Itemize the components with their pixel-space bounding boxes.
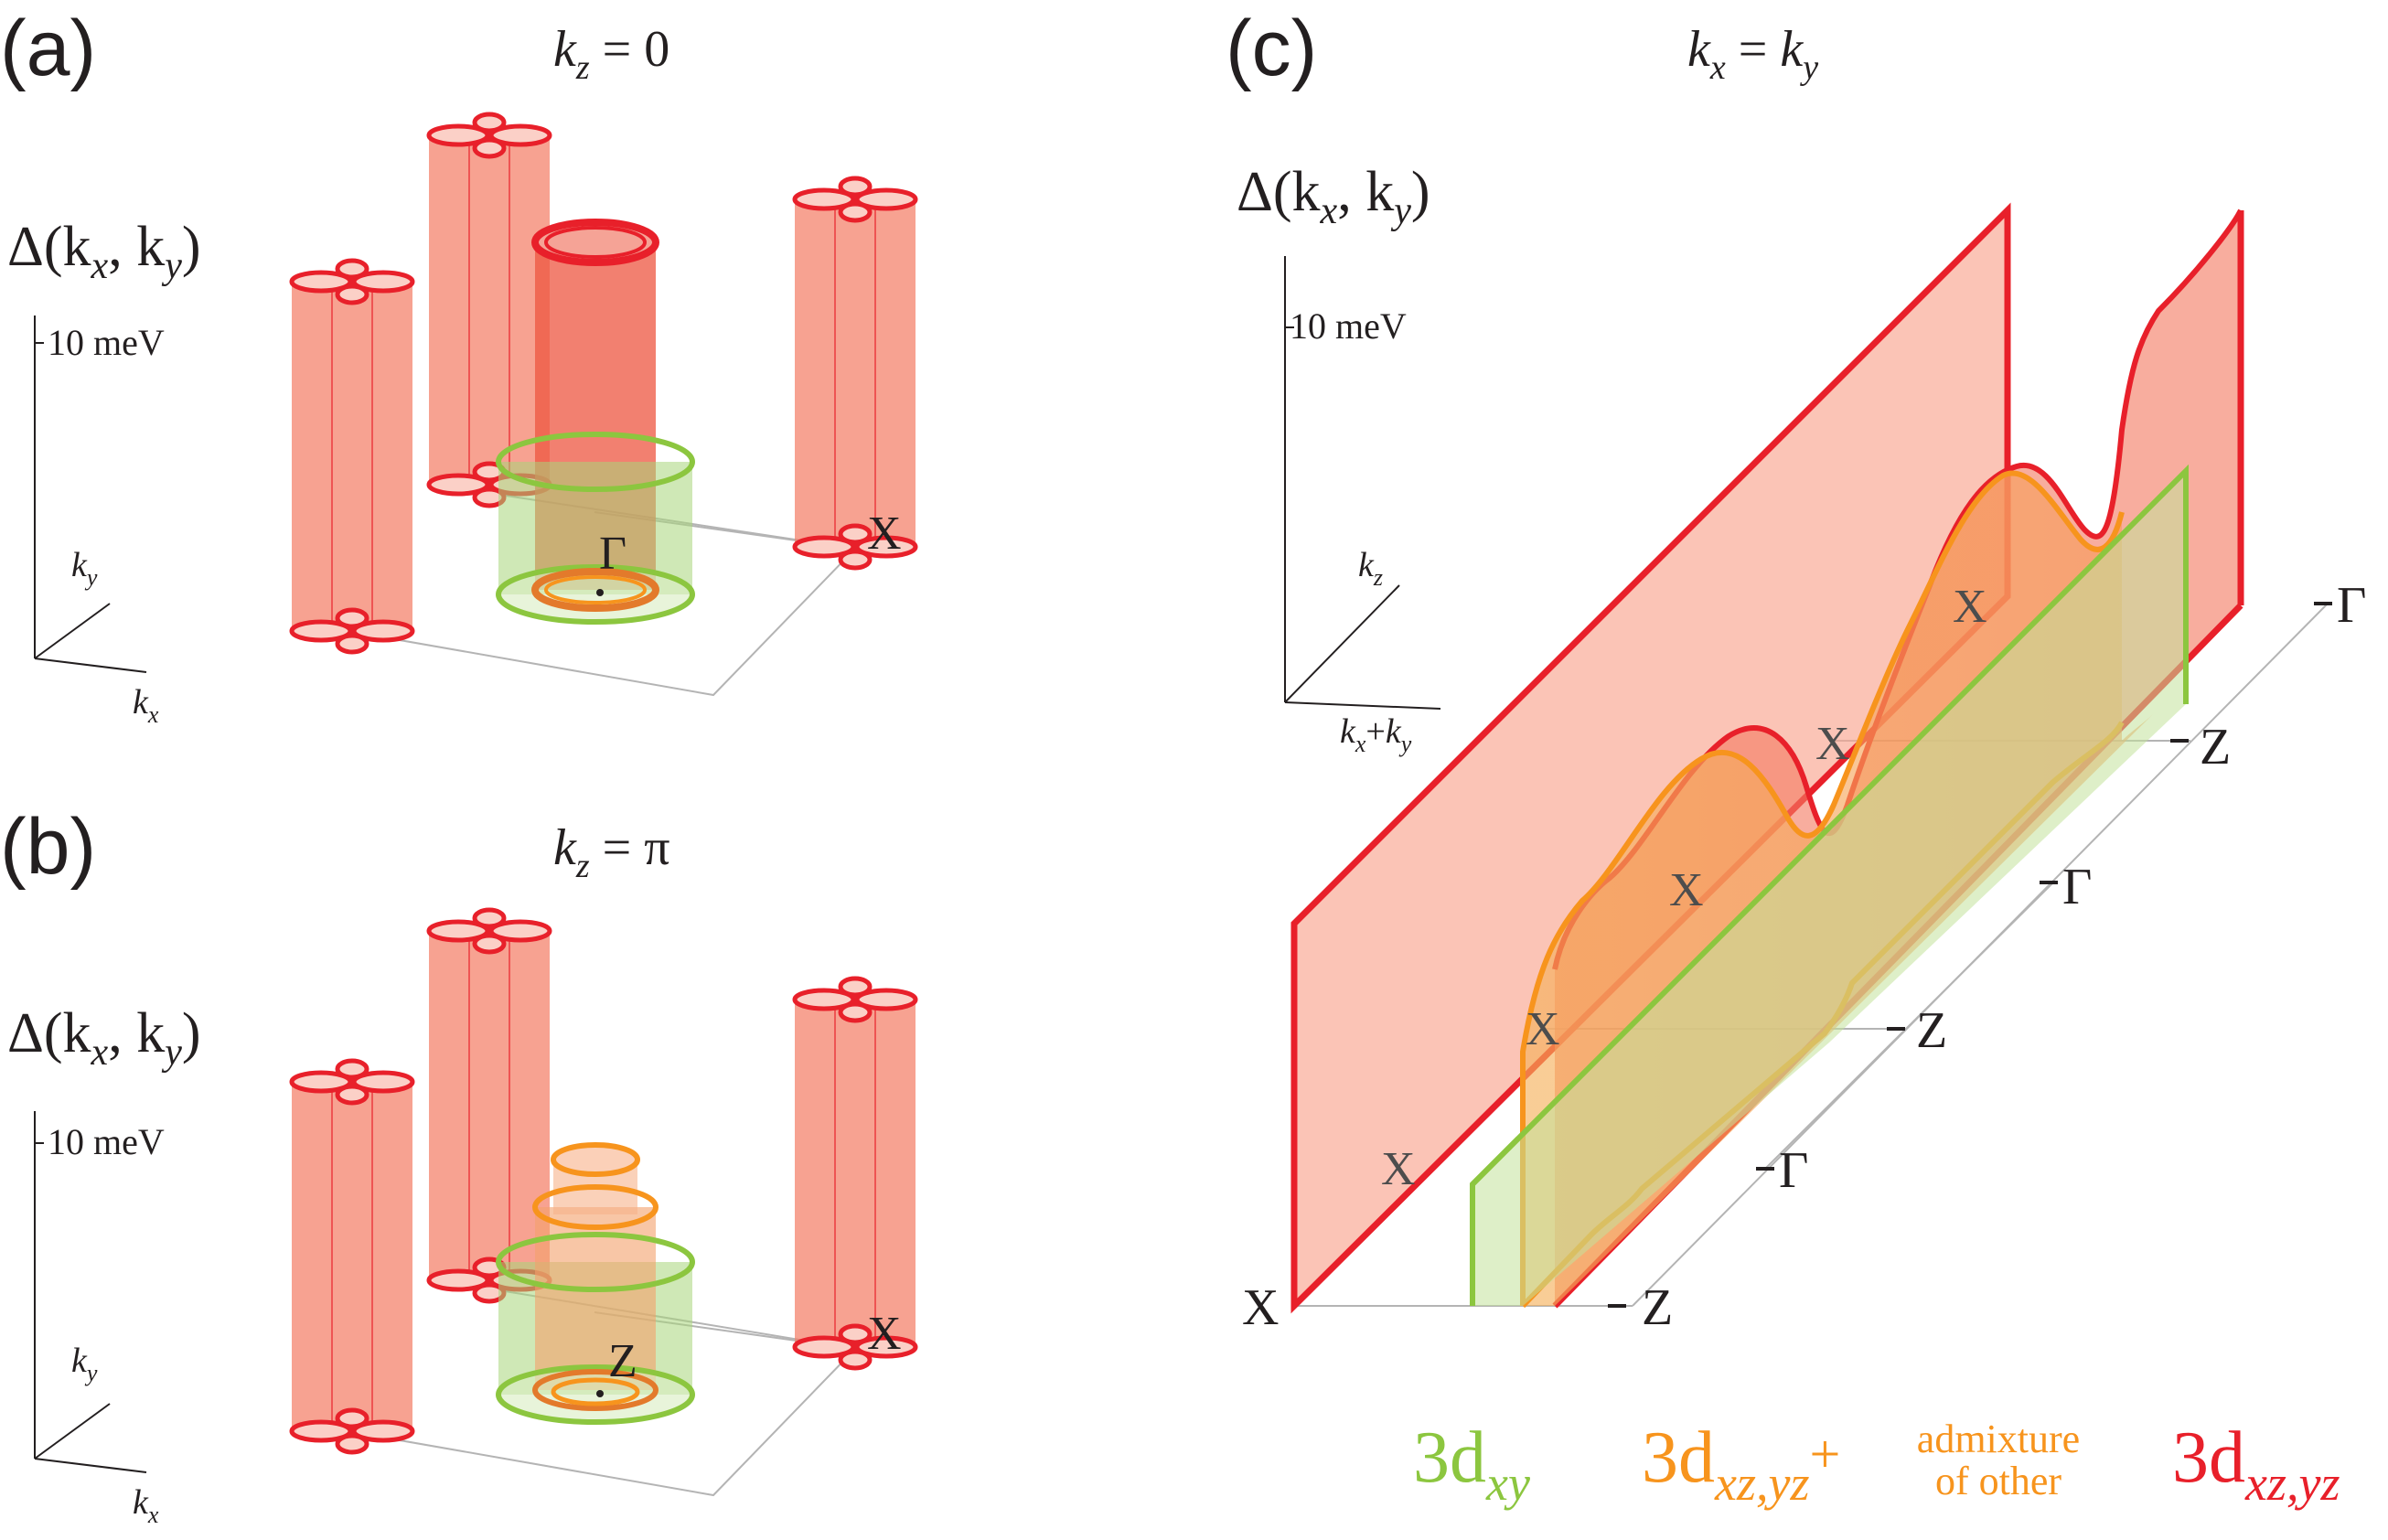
panel-c-delta-label: Δ(kx, ky)	[1237, 161, 1430, 232]
panel-a-ky-label: ky	[71, 546, 98, 591]
legend-xy: 3dxy	[1413, 1417, 1530, 1511]
panel-a-kx-axis	[34, 658, 147, 673]
panel-c-kxy-axis	[1284, 701, 1441, 710]
panel-a-pillar-back	[429, 114, 550, 506]
panel-b-ky-label: ky	[71, 1342, 98, 1386]
panel-a: (a) kz = 0 Δ(kx, ky) 10 meV ky kx	[0, 5, 916, 728]
panel-a-x-point: X	[867, 508, 902, 560]
legend-xzyz: 3dxz,yz	[2172, 1417, 2340, 1511]
panel-a-scale-label: 10 meV	[48, 322, 165, 363]
panel-c-x-point-3: X	[1526, 1003, 1560, 1055]
legend-mixed: 3dxz,yz+	[1642, 1417, 1840, 1511]
panel-a-title: kz = 0	[553, 21, 669, 87]
panel-c-kz-axis	[1284, 584, 1400, 703]
panel-a-delta-label: Δ(kx, ky)	[7, 216, 201, 287]
panel-b-label: (b)	[0, 803, 96, 891]
panel-b-scale-label: 10 meV	[48, 1121, 165, 1162]
panel-b: (b) kz = π Δ(kx, ky) 10 meV ky kx	[0, 803, 916, 1528]
panel-c-label: (c)	[1226, 5, 1317, 92]
panel-a-kx-label: kx	[133, 683, 159, 728]
panel-b-delta-label: Δ(kx, ky)	[7, 1002, 201, 1074]
legend-mixed-note-1: admixture	[1917, 1417, 2080, 1461]
panel-a-center-cylinders	[496, 219, 695, 625]
panel-c-title: kx = ky	[1687, 21, 1818, 87]
panel-c-gamma-point-2: Γ	[2062, 859, 2092, 915]
panel-c-x-point-1: X	[1242, 1279, 1279, 1336]
panel-c-kxy-label: kx+ky	[1340, 712, 1412, 757]
panel-c-gamma-point-3: Γ	[2337, 577, 2366, 634]
panel-b-kx-label: kx	[133, 1483, 159, 1528]
panel-b-ky-axis	[34, 1403, 111, 1460]
panel-b-center-cylinders	[496, 1142, 695, 1425]
legend-mixed-note-2: of other	[1935, 1459, 2061, 1503]
panel-a-gamma-point: Γ	[599, 528, 626, 580]
panel-c-z-point-3: Z	[2200, 719, 2231, 775]
panel-c-x-point-4: X	[1669, 864, 1704, 916]
panel-b-z-point: Z	[608, 1335, 637, 1387]
panel-b-x-point: X	[867, 1308, 902, 1360]
panel-c-x-point-5: X	[1815, 718, 1850, 770]
panel-c-z-point-1: Z	[1642, 1279, 1673, 1336]
panel-c-mixed-curve	[1520, 470, 2125, 1306]
panel-c-xy-plane	[1472, 471, 2186, 1306]
panel-a-label: (a)	[0, 5, 96, 92]
panel-c-z-point-2: Z	[1916, 1002, 1947, 1059]
panel-c-x-point-6: X	[1953, 581, 1987, 633]
panel-c-kz-label: kz	[1358, 546, 1383, 591]
panel-b-kx-axis	[34, 1458, 147, 1473]
panel-b-title: kz = π	[553, 819, 670, 885]
panel-c-gamma-point-1: Γ	[1779, 1142, 1808, 1199]
panel-c-scale-label: 10 meV	[1290, 305, 1407, 347]
panel-c-x-point-2: X	[1381, 1143, 1416, 1195]
panel-b-pillar-left	[292, 1061, 412, 1452]
legend: 3dxy 3dxz,yz+ admixture of other 3dxz,yz	[1413, 1417, 2340, 1511]
panel-c: (c) kx = ky Δ(kx, ky) 10 meV kz kx+ky	[1226, 5, 2366, 1336]
panel-a-pillar-left	[292, 261, 412, 652]
panel-a-ky-axis	[34, 603, 111, 659]
